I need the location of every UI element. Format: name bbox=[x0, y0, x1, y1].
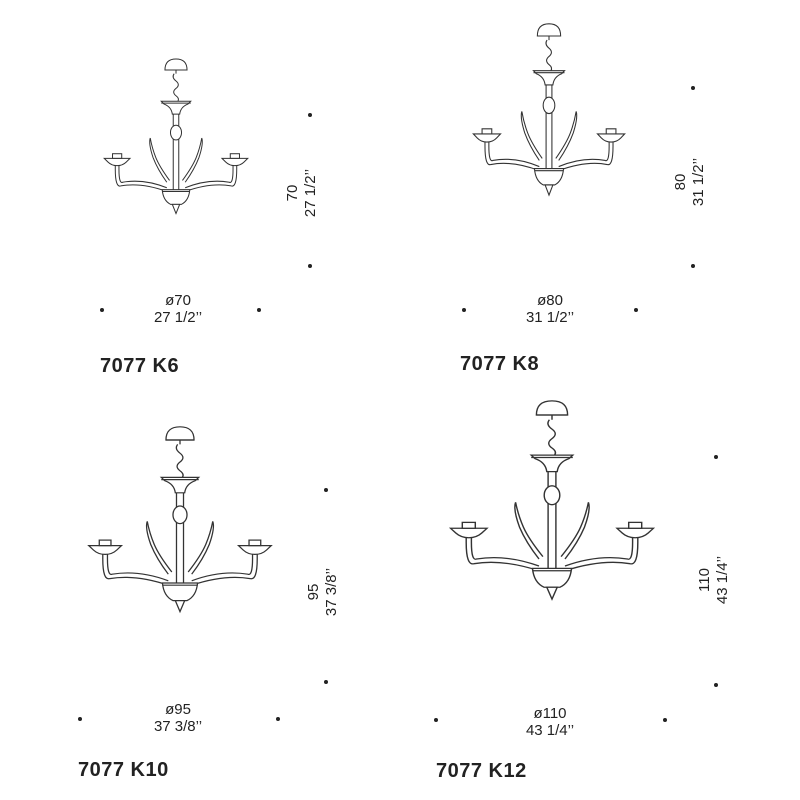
diameter-cm: ø95 bbox=[165, 701, 191, 718]
chandelier-drawing bbox=[103, 58, 249, 215]
product-code: 7077 K6 bbox=[100, 355, 180, 377]
height-marker-bottom bbox=[714, 683, 718, 687]
diameter-cm: ø80 bbox=[537, 292, 563, 309]
diameter-label: ø110 43 1/4’’ bbox=[500, 705, 600, 739]
height-label: 70 27 1/2’’ bbox=[284, 153, 320, 233]
chandelier-drawing bbox=[472, 23, 626, 196]
diameter-marker-right bbox=[634, 308, 638, 312]
product-panel-k8: 80 31 1/2’’ ø80 31 1/2’’ 7077 K8 bbox=[400, 0, 800, 400]
product-panel-k6: 70 27 1/2’’ ø70 27 1/2’’ 7077 K6 bbox=[0, 0, 400, 400]
product-code: 7077 K12 bbox=[436, 760, 527, 782]
height-in: 27 1/2’’ bbox=[302, 168, 319, 218]
height-marker-bottom bbox=[308, 264, 312, 268]
height-in: 37 3/8’’ bbox=[323, 567, 340, 617]
product-code: 7077 K8 bbox=[460, 353, 540, 375]
product-panel-k10: 95 37 3/8’’ ø95 37 3/8’’ 7077 K10 bbox=[0, 400, 400, 800]
height-cm: 95 bbox=[305, 583, 322, 601]
height-label: 110 43 1/4’’ bbox=[696, 538, 732, 622]
height-cm: 110 bbox=[696, 568, 713, 592]
diameter-in: 43 1/4’’ bbox=[525, 722, 575, 739]
diameter-marker-left bbox=[78, 717, 82, 721]
product-code: 7077 K10 bbox=[78, 759, 169, 781]
height-marker-bottom bbox=[324, 680, 328, 684]
height-label: 95 37 3/8’’ bbox=[305, 550, 341, 634]
height-in: 43 1/4’’ bbox=[714, 555, 731, 605]
diameter-in: 27 1/2’’ bbox=[153, 309, 203, 326]
chandelier-drawing bbox=[449, 400, 655, 600]
diameter-marker-right bbox=[276, 717, 280, 721]
diameter-in: 37 3/8’’ bbox=[153, 718, 203, 735]
height-marker-bottom bbox=[691, 264, 695, 268]
diameter-label: ø95 37 3/8’’ bbox=[128, 701, 228, 735]
height-marker-top bbox=[324, 488, 328, 492]
height-label: 80 31 1/2’’ bbox=[672, 142, 708, 222]
diameter-marker-left bbox=[100, 308, 104, 312]
height-in: 31 1/2’’ bbox=[690, 157, 707, 207]
height-marker-top bbox=[308, 113, 312, 117]
height-marker-top bbox=[691, 86, 695, 90]
diameter-cm: ø70 bbox=[165, 292, 191, 309]
diameter-in: 31 1/2’’ bbox=[525, 309, 575, 326]
diameter-marker-right bbox=[663, 718, 667, 722]
height-cm: 70 bbox=[284, 184, 301, 202]
diameter-label: ø70 27 1/2’’ bbox=[128, 292, 228, 326]
diameter-cm: ø110 bbox=[533, 705, 567, 722]
diameter-label: ø80 31 1/2’’ bbox=[500, 292, 600, 326]
height-cm: 80 bbox=[672, 173, 689, 191]
diameter-marker-right bbox=[257, 308, 261, 312]
diameter-marker-left bbox=[462, 308, 466, 312]
product-panel-k12: 110 43 1/4’’ ø110 43 1/4’’ 7077 K12 bbox=[400, 400, 800, 800]
height-marker-top bbox=[714, 455, 718, 459]
diameter-marker-left bbox=[434, 718, 438, 722]
